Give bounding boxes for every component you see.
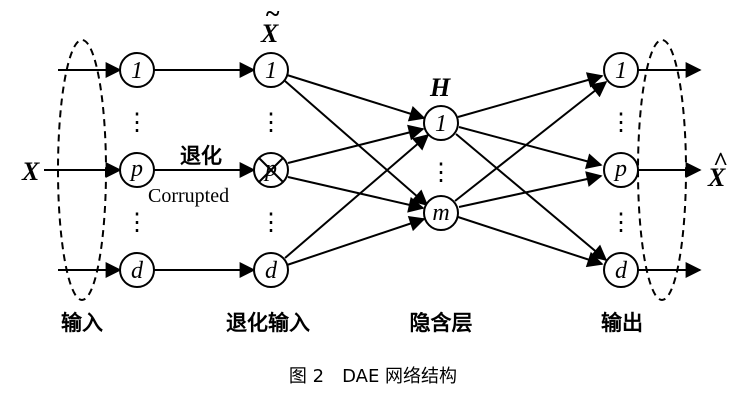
layer-label-output: 输出	[601, 311, 643, 335]
h-label: H	[429, 73, 451, 102]
x-hat-mark: ^	[713, 147, 728, 176]
edge-cd-h1	[284, 133, 430, 259]
output-node-d-label: d	[615, 258, 628, 284]
layer-label-input: 输入	[61, 311, 103, 335]
hidden-node-m-label: m	[432, 200, 449, 226]
output-node-d	[603, 252, 639, 288]
x-tilde-label: X	[260, 19, 279, 48]
corrupt-label-cn: 退化	[180, 144, 222, 168]
edge-h1-op	[458, 126, 603, 170]
corrupted-ellipsis-lower: ⋮	[259, 210, 283, 236]
edge-cp-h1	[287, 124, 425, 164]
edge-cp-hm	[287, 176, 425, 213]
edge-c1-h1	[286, 74, 426, 122]
hidden-ellipsis: ⋮	[429, 160, 453, 186]
output-node-1-label: 1	[615, 58, 627, 84]
edge-hm-o1	[454, 81, 608, 202]
hidden-node-m	[423, 195, 459, 231]
input-node-d-label: d	[131, 258, 144, 284]
layer-label-hidden: 隐含层	[410, 311, 473, 335]
corrupt-label-en: Corrupted	[148, 185, 229, 207]
input-node-p	[119, 152, 155, 188]
edge-h1-od	[455, 133, 608, 262]
edge-hm-op	[458, 171, 603, 208]
corrupted-node-d	[253, 252, 289, 288]
corrupted-node-1-label: 1	[265, 58, 277, 84]
layer-label-corrupted: 退化输入	[226, 311, 310, 335]
x-hat-label: X	[707, 163, 726, 192]
input-ellipsis-lower: ⋮	[125, 210, 149, 236]
input-node-1	[119, 52, 155, 88]
input-node-1-label: 1	[131, 58, 143, 84]
corrupted-node-1	[253, 52, 289, 88]
output-ellipsis-upper: ⋮	[609, 110, 633, 136]
input-node-p-label: p	[129, 156, 143, 182]
input-ellipsis-upper: ⋮	[125, 110, 149, 136]
edge-h1-o1	[457, 72, 604, 118]
output-node-p	[603, 152, 639, 188]
edge-hm-od	[457, 216, 604, 268]
hidden-node-1-label: 1	[435, 111, 447, 137]
corrupted-ellipsis-upper: ⋮	[259, 110, 283, 136]
input-node-d	[119, 252, 155, 288]
corrupted-cross-2	[258, 157, 284, 183]
edge-c1-hm	[284, 80, 429, 207]
x-input-label: X	[21, 157, 40, 186]
output-node-p-label: p	[613, 156, 627, 182]
x-tilde-mark: ~	[265, 0, 280, 28]
output-ellipsis-lower: ⋮	[609, 210, 633, 236]
corrupted-node-d-label: d	[265, 258, 278, 284]
edge-cd-hm	[286, 215, 426, 266]
figure-caption: 图 2 DAE 网络结构	[289, 366, 457, 387]
output-node-1	[603, 52, 639, 88]
hidden-node-1	[423, 105, 459, 141]
